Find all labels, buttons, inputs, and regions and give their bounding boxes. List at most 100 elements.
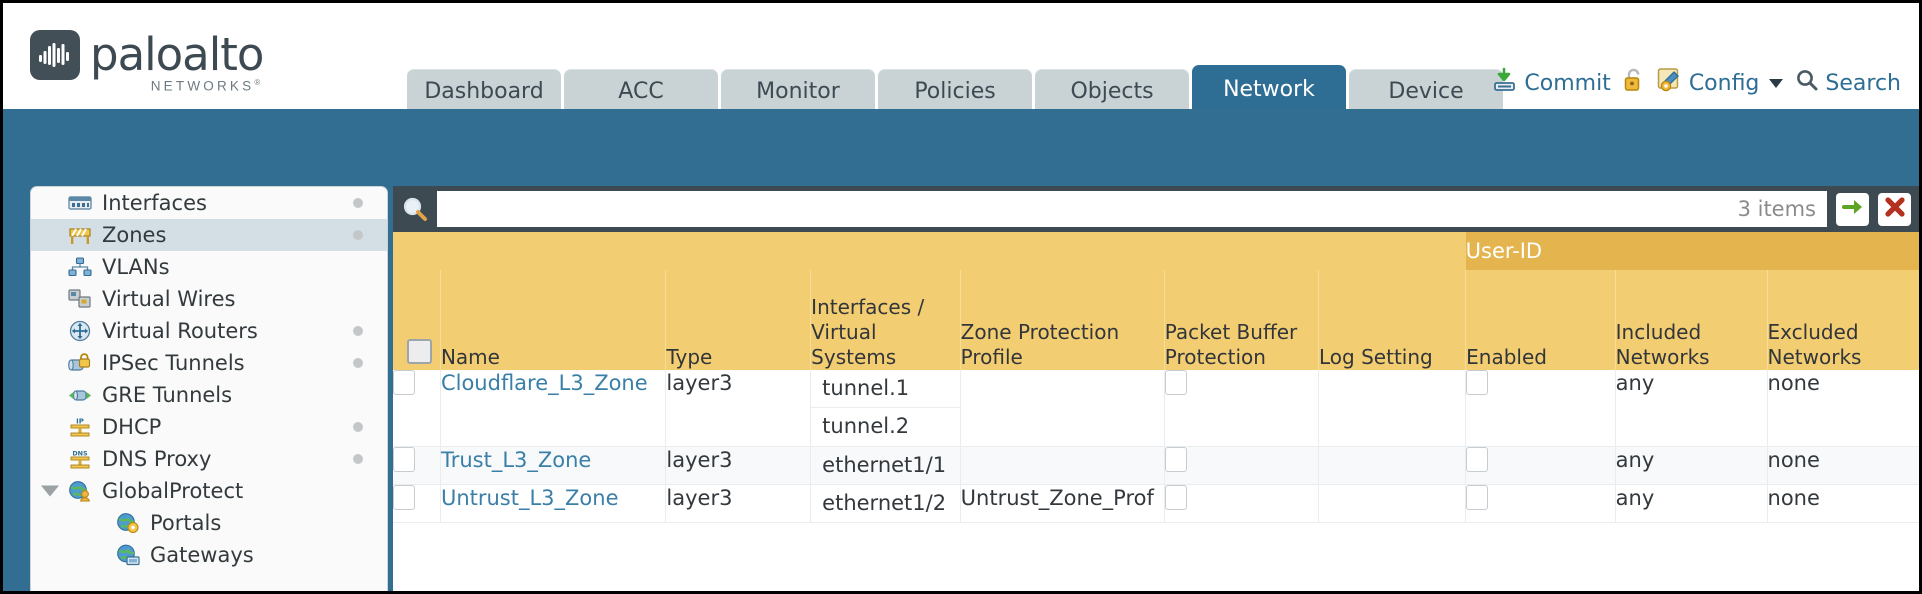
tab-acc[interactable]: ACC xyxy=(564,69,718,113)
commit-save-icon xyxy=(1492,67,1518,99)
column-header-zone-protection-profile[interactable]: Zone Protection Profile xyxy=(959,270,1165,370)
apply-filter-button[interactable] xyxy=(1836,192,1869,226)
table-row[interactable]: Trust_L3_Zone layer3 ethernet1/1 xyxy=(393,446,1919,485)
sidebar-item-globalprotect[interactable]: GlobalProtect xyxy=(31,475,387,507)
cell-zone-protection-profile xyxy=(959,446,1165,485)
cell-interfaces: ethernet1/1 xyxy=(810,446,961,485)
clear-filter-button[interactable] xyxy=(1878,192,1911,226)
packet-buffer-protection-checkbox[interactable] xyxy=(1164,484,1187,510)
sidebar-item-dns-proxy[interactable]: DNS DNS Proxy xyxy=(31,443,387,475)
tab-policies[interactable]: Policies xyxy=(878,69,1032,113)
column-header-type[interactable]: Type xyxy=(665,270,811,370)
tab-network[interactable]: Network xyxy=(1192,65,1346,113)
row-checkbox[interactable] xyxy=(393,370,415,395)
column-header-packet-buffer-protection[interactable]: Packet Buffer Protection xyxy=(1163,270,1319,370)
group-header-spacer xyxy=(393,232,1466,270)
sidebar-item-label: DNS Proxy xyxy=(102,447,212,471)
sidebar-item-label: Gateways xyxy=(150,543,254,567)
palo-alto-logo[interactable]: paloalto NETWORKS® xyxy=(30,28,264,93)
row-checkbox[interactable] xyxy=(393,484,415,510)
commit-label: Commit xyxy=(1524,70,1611,96)
row-checkbox[interactable] xyxy=(393,446,415,472)
globalprotect-icon xyxy=(67,480,93,502)
cell-type: layer3 xyxy=(665,446,811,485)
virtual-routers-icon xyxy=(67,320,93,342)
sidebar-item-ipsec-tunnels[interactable]: IPSec Tunnels xyxy=(31,347,387,379)
zone-name-link[interactable]: Cloudflare_L3_Zone xyxy=(440,371,648,395)
zones-content-panel: 3 items xyxy=(393,186,1919,591)
packet-buffer-protection-checkbox[interactable] xyxy=(1164,370,1187,395)
sidebar-item-portals[interactable]: Portals xyxy=(31,507,387,539)
sidebar-item-label: GRE Tunnels xyxy=(102,383,233,407)
sidebar-item-interfaces[interactable]: Interfaces xyxy=(31,187,387,219)
config-lock-button[interactable] xyxy=(1623,67,1645,99)
virtual-wires-icon xyxy=(67,288,93,310)
sub-header-band: ? Help xyxy=(3,109,1919,267)
config-label: Config xyxy=(1688,70,1760,96)
column-header-log-setting[interactable]: Log Setting xyxy=(1318,270,1466,370)
cell-included-networks: any xyxy=(1614,484,1768,524)
tab-device[interactable]: Device xyxy=(1349,69,1503,113)
svg-text:DNS: DNS xyxy=(72,450,88,458)
cell-packet-buffer-protection xyxy=(1163,484,1319,524)
cell-log-setting xyxy=(1318,446,1466,485)
zones-table: User-ID Name Type Interfaces / Virtual S… xyxy=(393,232,1919,524)
zone-name-link[interactable]: Trust_L3_Zone xyxy=(440,447,592,472)
sidebar-item-vlans[interactable]: VLANs xyxy=(31,251,387,283)
search-magnifier-icon xyxy=(401,195,429,223)
column-header-excluded-networks[interactable]: Excluded Networks xyxy=(1766,270,1919,370)
sidebar-status-dot xyxy=(353,358,363,368)
cell-interfaces: tunnel.1 tunnel.2 xyxy=(810,370,961,447)
sidebar-item-label: VLANs xyxy=(102,255,170,279)
column-header-name[interactable]: Name xyxy=(439,270,666,370)
select-all-checkbox[interactable] xyxy=(407,339,432,364)
userid-enabled-checkbox[interactable] xyxy=(1466,484,1489,510)
cell-included-networks: any xyxy=(1614,446,1768,485)
zone-name-link[interactable]: Untrust_L3_Zone xyxy=(440,485,619,510)
sidebar-item-label: Virtual Wires xyxy=(102,287,236,311)
sidebar-item-dhcp[interactable]: IP DHCP xyxy=(31,411,387,443)
sidebar-item-label: Virtual Routers xyxy=(102,319,258,343)
tab-objects[interactable]: Objects xyxy=(1035,69,1189,113)
config-menu-button[interactable]: Config xyxy=(1657,67,1784,99)
table-row[interactable]: Cloudflare_L3_Zone layer3 tunnel.1 tunne… xyxy=(393,370,1919,447)
row-select-cell xyxy=(393,484,441,524)
packet-buffer-protection-checkbox[interactable] xyxy=(1164,446,1187,472)
cell-name: Cloudflare_L3_Zone xyxy=(439,370,666,447)
search-input[interactable]: 3 items xyxy=(437,191,1827,227)
cell-userid-enabled xyxy=(1465,484,1616,524)
sidebar-item-gre-tunnels[interactable]: GRE Tunnels xyxy=(31,379,387,411)
sidebar-item-virtual-wires[interactable]: Virtual Wires xyxy=(31,283,387,315)
column-header-enabled[interactable]: Enabled xyxy=(1465,270,1616,370)
gateways-icon xyxy=(115,544,141,566)
sidebar-item-label: Interfaces xyxy=(102,191,207,215)
cell-log-setting xyxy=(1318,484,1466,524)
brand-name: paloalto xyxy=(90,28,264,81)
search-button[interactable]: Search xyxy=(1795,68,1901,98)
sidebar-item-gateways[interactable]: Gateways xyxy=(31,539,387,571)
table-row[interactable]: Untrust_L3_Zone layer3 ethernet1/2 Untru… xyxy=(393,484,1919,524)
sidebar-item-zones[interactable]: Zones xyxy=(31,219,387,251)
userid-enabled-checkbox[interactable] xyxy=(1466,446,1489,472)
column-header-interfaces-virtual-systems[interactable]: Interfaces / Virtual Systems xyxy=(810,270,961,370)
tab-dashboard[interactable]: Dashboard xyxy=(407,69,561,113)
column-header-included-networks[interactable]: Included Networks xyxy=(1614,270,1768,370)
expander-triangle-icon[interactable] xyxy=(41,485,59,497)
tab-monitor[interactable]: Monitor xyxy=(721,69,875,113)
userid-enabled-checkbox[interactable] xyxy=(1466,370,1489,395)
sidebar-item-virtual-routers[interactable]: Virtual Routers xyxy=(31,315,387,347)
interfaces-icon xyxy=(67,192,93,214)
top-right-toolbar: Commit xyxy=(1492,67,1901,99)
interface-item: tunnel.1 xyxy=(811,370,960,409)
commit-button[interactable]: Commit xyxy=(1492,67,1611,99)
ipsec-tunnels-icon xyxy=(67,352,93,374)
cell-packet-buffer-protection xyxy=(1163,446,1319,485)
svg-text:IP: IP xyxy=(76,418,84,426)
zones-table-wrapper: User-ID Name Type Interfaces / Virtual S… xyxy=(393,232,1919,591)
search-magnifier-icon xyxy=(1795,68,1819,98)
chevron-down-icon[interactable] xyxy=(1769,78,1784,88)
table-group-header-row: User-ID xyxy=(393,232,1919,270)
table-header-row: Name Type Interfaces / Virtual Systems Z… xyxy=(393,270,1919,370)
cell-name: Untrust_L3_Zone xyxy=(439,484,666,524)
